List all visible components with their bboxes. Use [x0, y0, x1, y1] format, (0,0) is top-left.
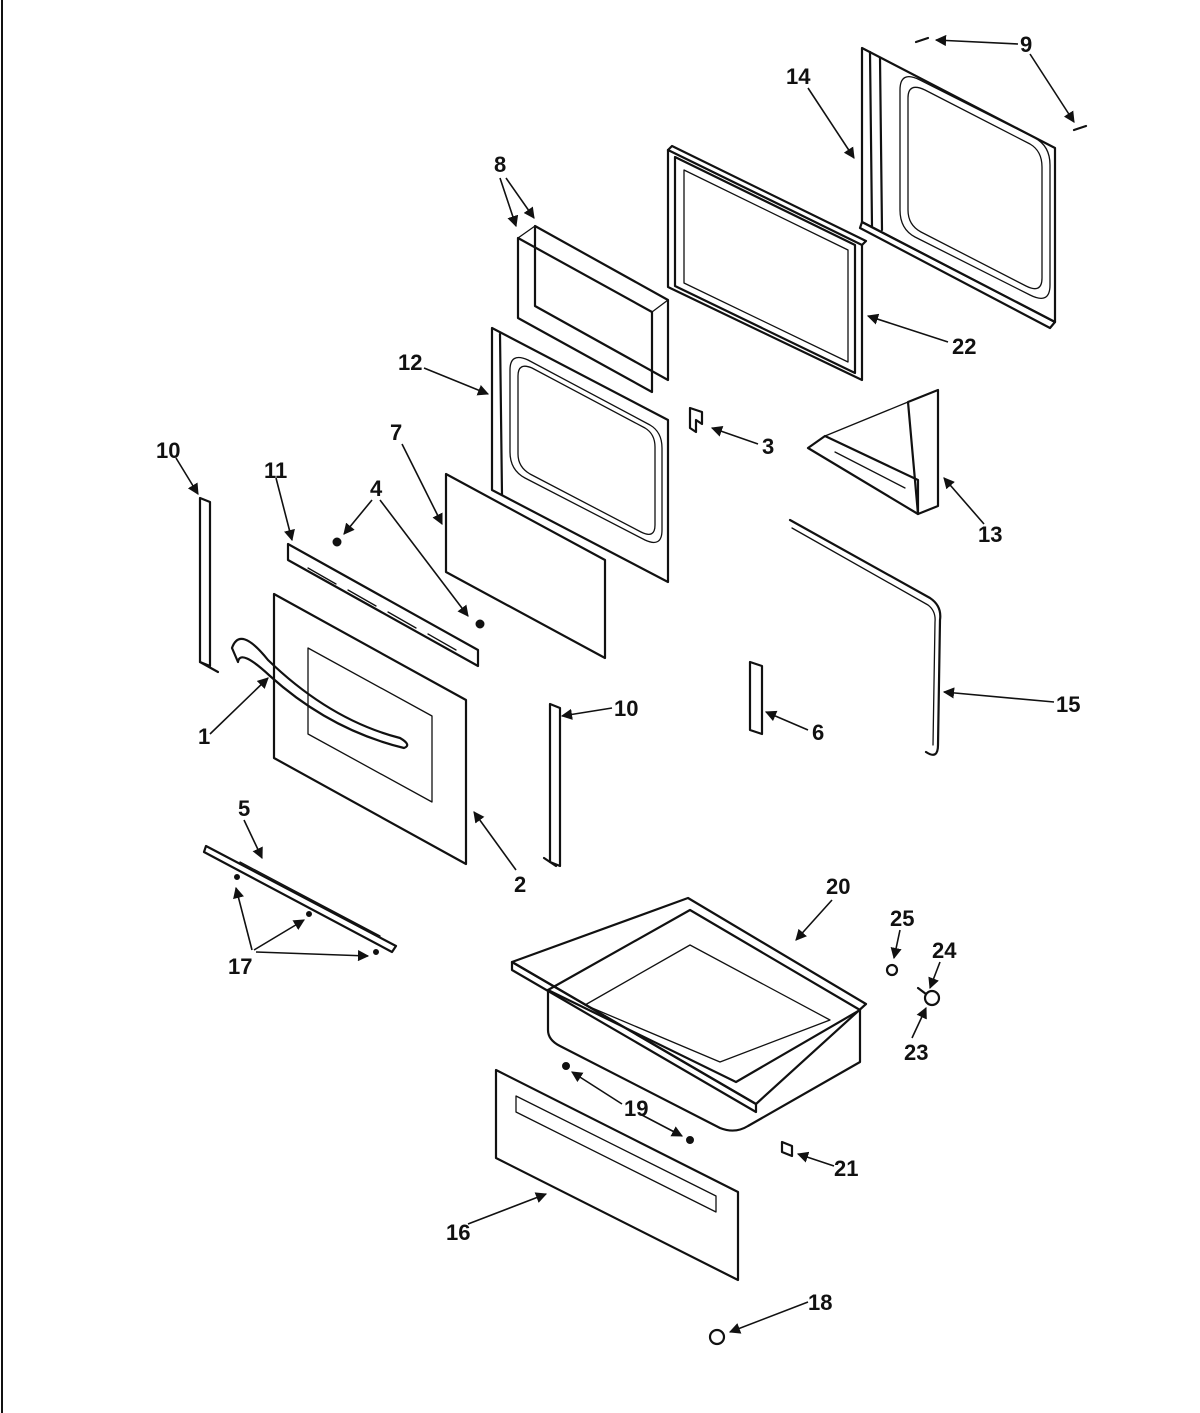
- part-4-screws: [332, 537, 485, 629]
- callout-21: 21: [834, 1156, 858, 1181]
- callout-15: 15: [1056, 692, 1080, 717]
- callout-14: 14: [786, 64, 811, 89]
- part-11-vent-panel: [286, 542, 480, 668]
- callout-12: 12: [398, 350, 422, 375]
- leader-lines: [175, 34, 1075, 1334]
- callout-16: 16: [446, 1220, 470, 1245]
- callout-11: 11: [264, 458, 287, 483]
- callout-3: 3: [762, 434, 774, 459]
- callout-17: 17: [228, 954, 252, 979]
- part-13-insulation: [806, 388, 940, 516]
- part-1-door-handle: [230, 637, 409, 750]
- callout-10-center: 10: [614, 696, 638, 721]
- part-19-screws: [562, 1062, 694, 1144]
- part-12-door-liner: [490, 326, 670, 584]
- part-15-door-seal: [788, 518, 942, 756]
- part-10-left-trim: [198, 496, 220, 674]
- callout-9: 9: [1020, 32, 1032, 57]
- part-14-inner-door-frame: [858, 46, 1057, 330]
- callout-4: 4: [370, 476, 383, 501]
- callout-24: 24: [932, 938, 957, 963]
- part-5-bottom-trim: [202, 844, 398, 954]
- part-21-clip: [780, 1140, 794, 1158]
- callout-19: 19: [624, 1096, 648, 1121]
- part-6-strip: [748, 660, 764, 736]
- callout-7: 7: [390, 420, 402, 445]
- part-3-bracket: [688, 406, 704, 434]
- part-25-nut: [885, 963, 899, 977]
- callout-8: 8: [494, 152, 506, 177]
- part-16-drawer-front: [494, 1068, 740, 1282]
- callout-13: 13: [978, 522, 1002, 547]
- callout-18: 18: [808, 1290, 832, 1315]
- callout-10-left: 10: [156, 438, 180, 463]
- callout-6: 6: [812, 720, 824, 745]
- callout-20: 20: [826, 874, 850, 899]
- part-8-window-glass: [516, 224, 670, 394]
- part-20-drawer-body: [510, 896, 868, 1132]
- callout-23: 23: [904, 1040, 928, 1065]
- callout-22: 22: [952, 334, 976, 359]
- part-9-screws: [914, 36, 1088, 132]
- part-23-24-roller: [916, 986, 941, 1007]
- part-10-center-trim: [542, 702, 562, 868]
- part-22-door-gasket: [666, 144, 868, 382]
- callout-5: 5: [238, 796, 250, 821]
- callout-2: 2: [514, 872, 526, 897]
- part-17-screws: [234, 874, 379, 955]
- part-18-bumper: [708, 1328, 726, 1346]
- callout-1: 1: [198, 724, 210, 749]
- callout-25: 25: [890, 906, 914, 931]
- part-7-outer-glass: [444, 472, 607, 660]
